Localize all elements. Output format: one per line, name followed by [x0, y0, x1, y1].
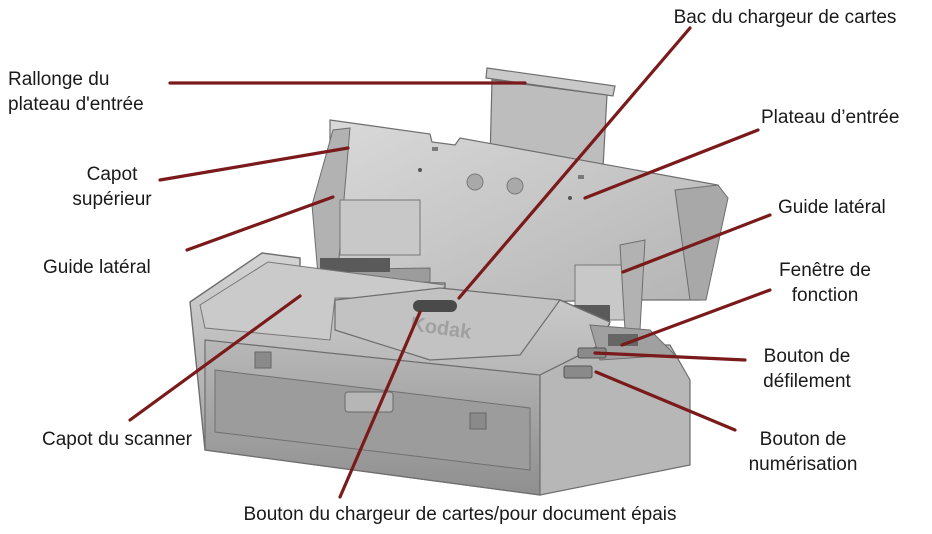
scan-button[interactable] [563, 365, 593, 379]
leader-lines [128, 26, 772, 499]
label-top-cover-line2: supérieur [72, 189, 152, 210]
leader-side-guide-right [621, 213, 772, 274]
label-card-button: Bouton du chargeur de cartes/pour docume… [243, 504, 677, 525]
leader-input-tray [583, 128, 760, 200]
leader-function-window [620, 288, 772, 347]
leader-scanner-cover [128, 294, 302, 422]
leader-scan-button [594, 370, 737, 432]
leader-top-cover [158, 146, 350, 182]
card-loader-tray: Kodak [334, 287, 562, 361]
input-tray-extension [485, 67, 616, 169]
label-side-guide-right: Guide latéral [778, 197, 886, 218]
label-side-guide-left: Guide latéral [43, 257, 151, 278]
leader-side-guide-left [185, 195, 335, 252]
label-extension-line1: Rallonge du [8, 69, 110, 90]
label-scanner-cover: Capot du scanner [42, 429, 192, 450]
label-top-cover-line1: Capot [86, 164, 138, 185]
label-scan-button-line1: Bouton de [759, 429, 847, 450]
leader-card-tray [457, 26, 692, 300]
label-card-tray: Bac du chargeur de cartes [673, 7, 897, 28]
label-input-tray: Plateau d’entrée [761, 107, 900, 128]
label-scroll-button-line2: défilement [763, 371, 851, 392]
label-scroll-button-line1: Bouton de [763, 346, 851, 367]
label-function-window-line1: Fenêtre de [779, 260, 871, 281]
control-panel [539, 324, 691, 496]
leader-scroll-button [593, 351, 747, 362]
label-function-window-line2: fonction [791, 285, 859, 306]
label-scan-button-line2: numérisation [748, 454, 858, 475]
leader-card-button [338, 310, 422, 499]
label-extension-line2: plateau d'entrée [8, 94, 144, 115]
